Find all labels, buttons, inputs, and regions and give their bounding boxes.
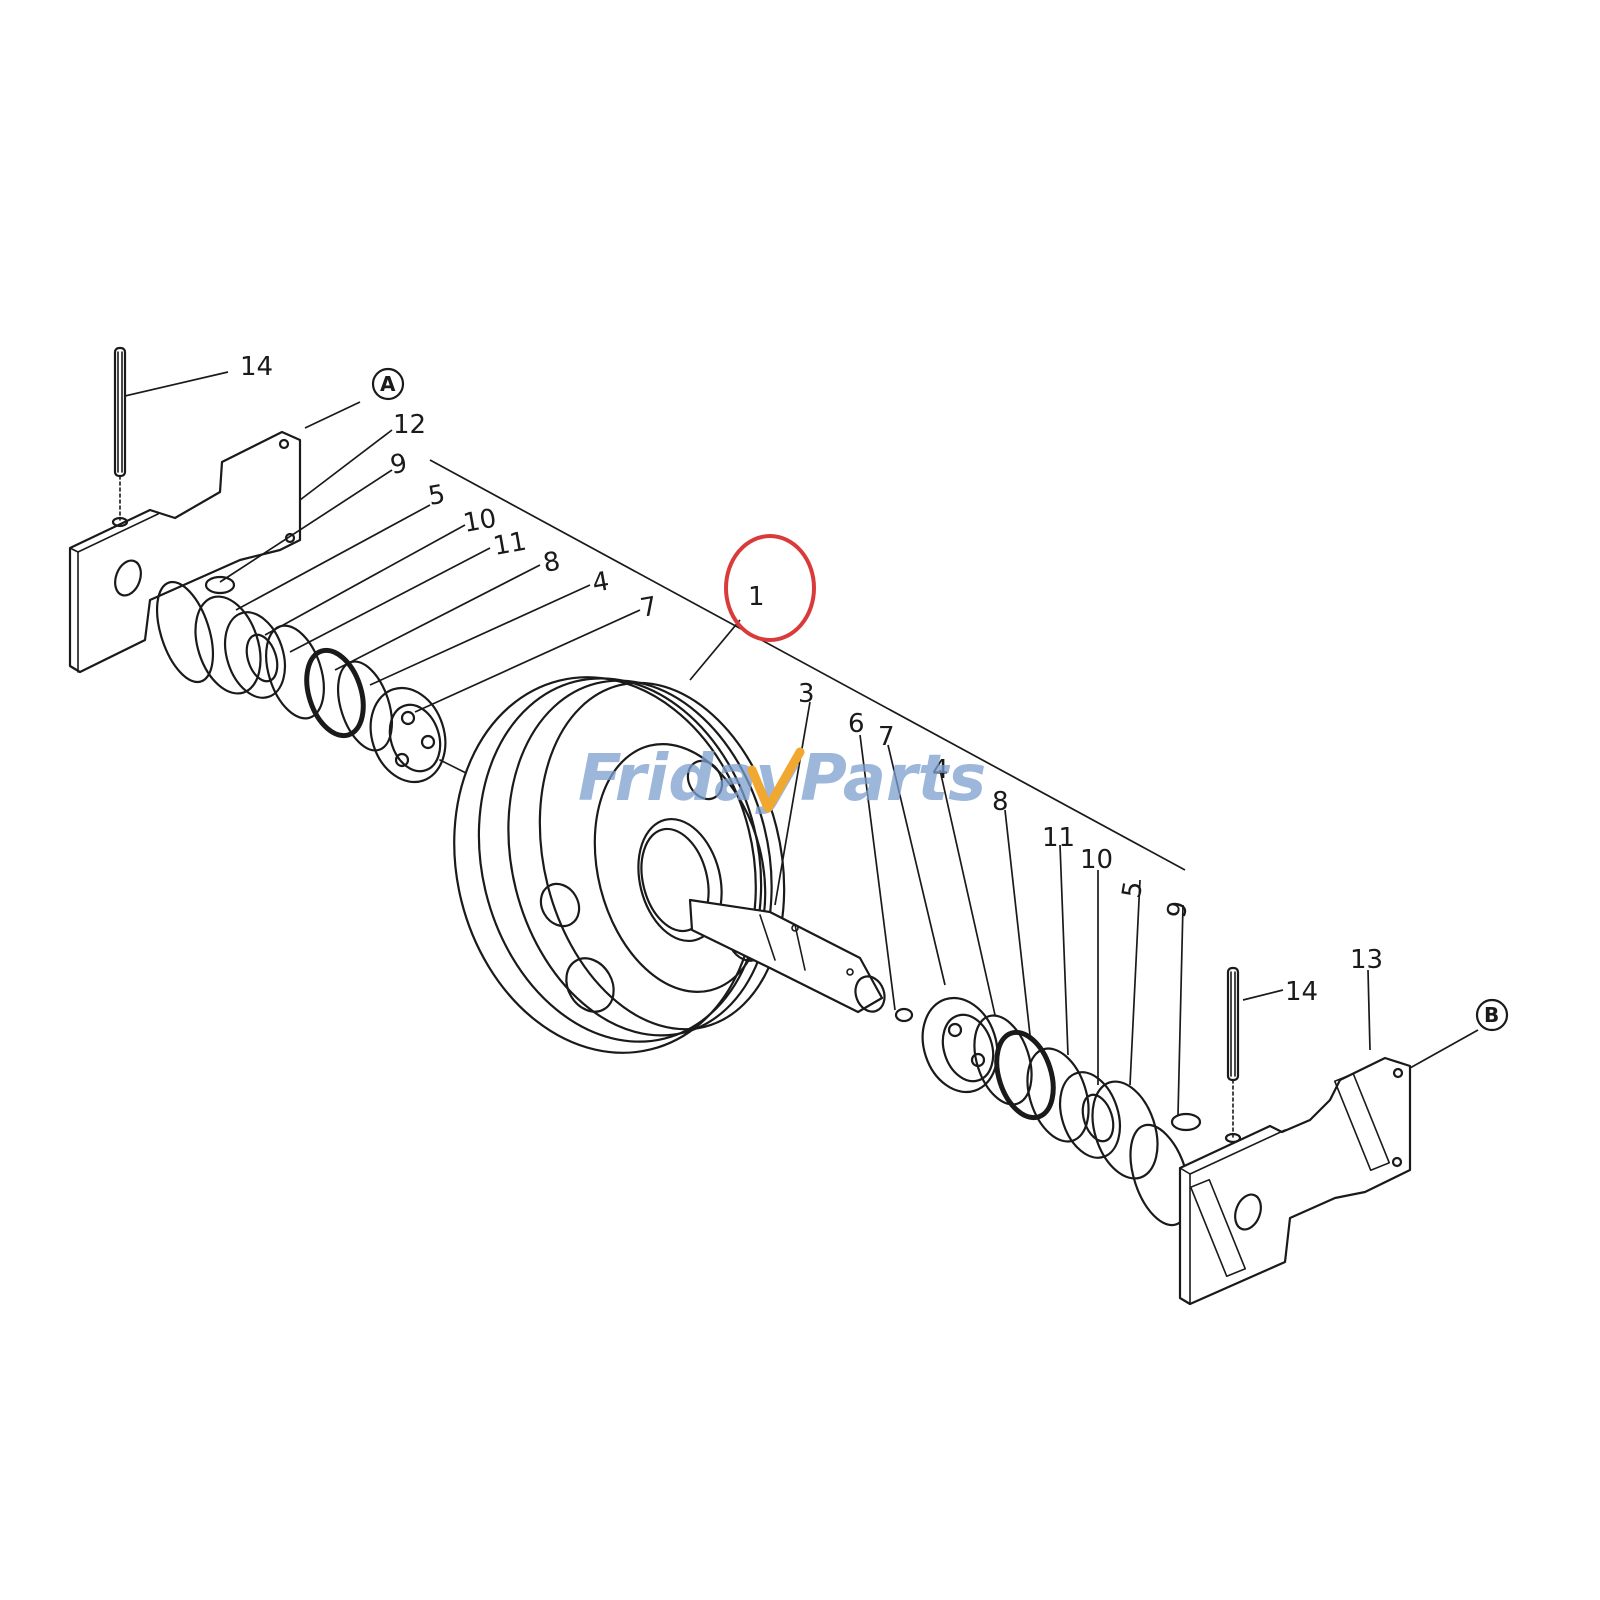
callout-3: 3 xyxy=(798,679,815,709)
ref-marker-b: B xyxy=(1475,998,1509,1032)
callout-8-left: 8 xyxy=(541,546,563,578)
callout-7-right: 7 xyxy=(878,722,895,752)
callout-4-left: 4 xyxy=(590,566,612,598)
callout-5-left: 5 xyxy=(426,479,448,511)
right-seal-stack xyxy=(921,996,1202,1227)
leader-lines xyxy=(124,371,1479,1116)
bracket-left xyxy=(68,430,302,674)
main-callout: 1 xyxy=(724,534,816,642)
callouts-left: 14 12 9 5 10 11 8 4 7 xyxy=(240,352,660,624)
bracket-right xyxy=(1178,1056,1412,1306)
callout-13: 13 xyxy=(1350,945,1383,975)
callout-7-left: 7 xyxy=(638,591,660,623)
callout-8-right: 8 xyxy=(992,787,1009,817)
callout-10-right: 10 xyxy=(1080,845,1113,875)
plug xyxy=(894,1007,914,1023)
watermark: Friday Parts xyxy=(578,742,986,816)
callout-4-right: 4 xyxy=(932,755,949,785)
idler-shaft xyxy=(688,898,886,1014)
callout-14-left: 14 xyxy=(240,352,273,382)
callout-10-left: 10 xyxy=(461,504,499,539)
watermark-part2: Parts xyxy=(800,742,986,816)
idler-wheel xyxy=(453,676,786,1054)
callout-12: 12 xyxy=(393,410,426,440)
callout-5-right: 5 xyxy=(1117,879,1149,901)
ref-b-label: B xyxy=(1484,1003,1499,1027)
callout-11-left: 11 xyxy=(491,527,529,562)
callout-1: 1 xyxy=(748,582,765,612)
callout-9-right: 9 xyxy=(1162,899,1194,921)
left-seal-stack xyxy=(155,575,471,784)
callout-9-left: 9 xyxy=(388,448,410,480)
callout-6: 6 xyxy=(848,709,865,739)
ref-marker-a: A xyxy=(371,367,405,401)
highlight-circle xyxy=(724,534,816,642)
callout-14-right: 14 xyxy=(1285,977,1318,1007)
watermark-check-icon xyxy=(747,747,805,813)
ref-a-label: A xyxy=(380,372,396,396)
callout-11-right: 11 xyxy=(1042,823,1075,853)
pin-right xyxy=(1226,966,1240,1139)
callouts-right: 3 6 7 4 8 11 10 5 9 14 13 xyxy=(798,679,1383,1007)
pin-left xyxy=(113,346,127,521)
